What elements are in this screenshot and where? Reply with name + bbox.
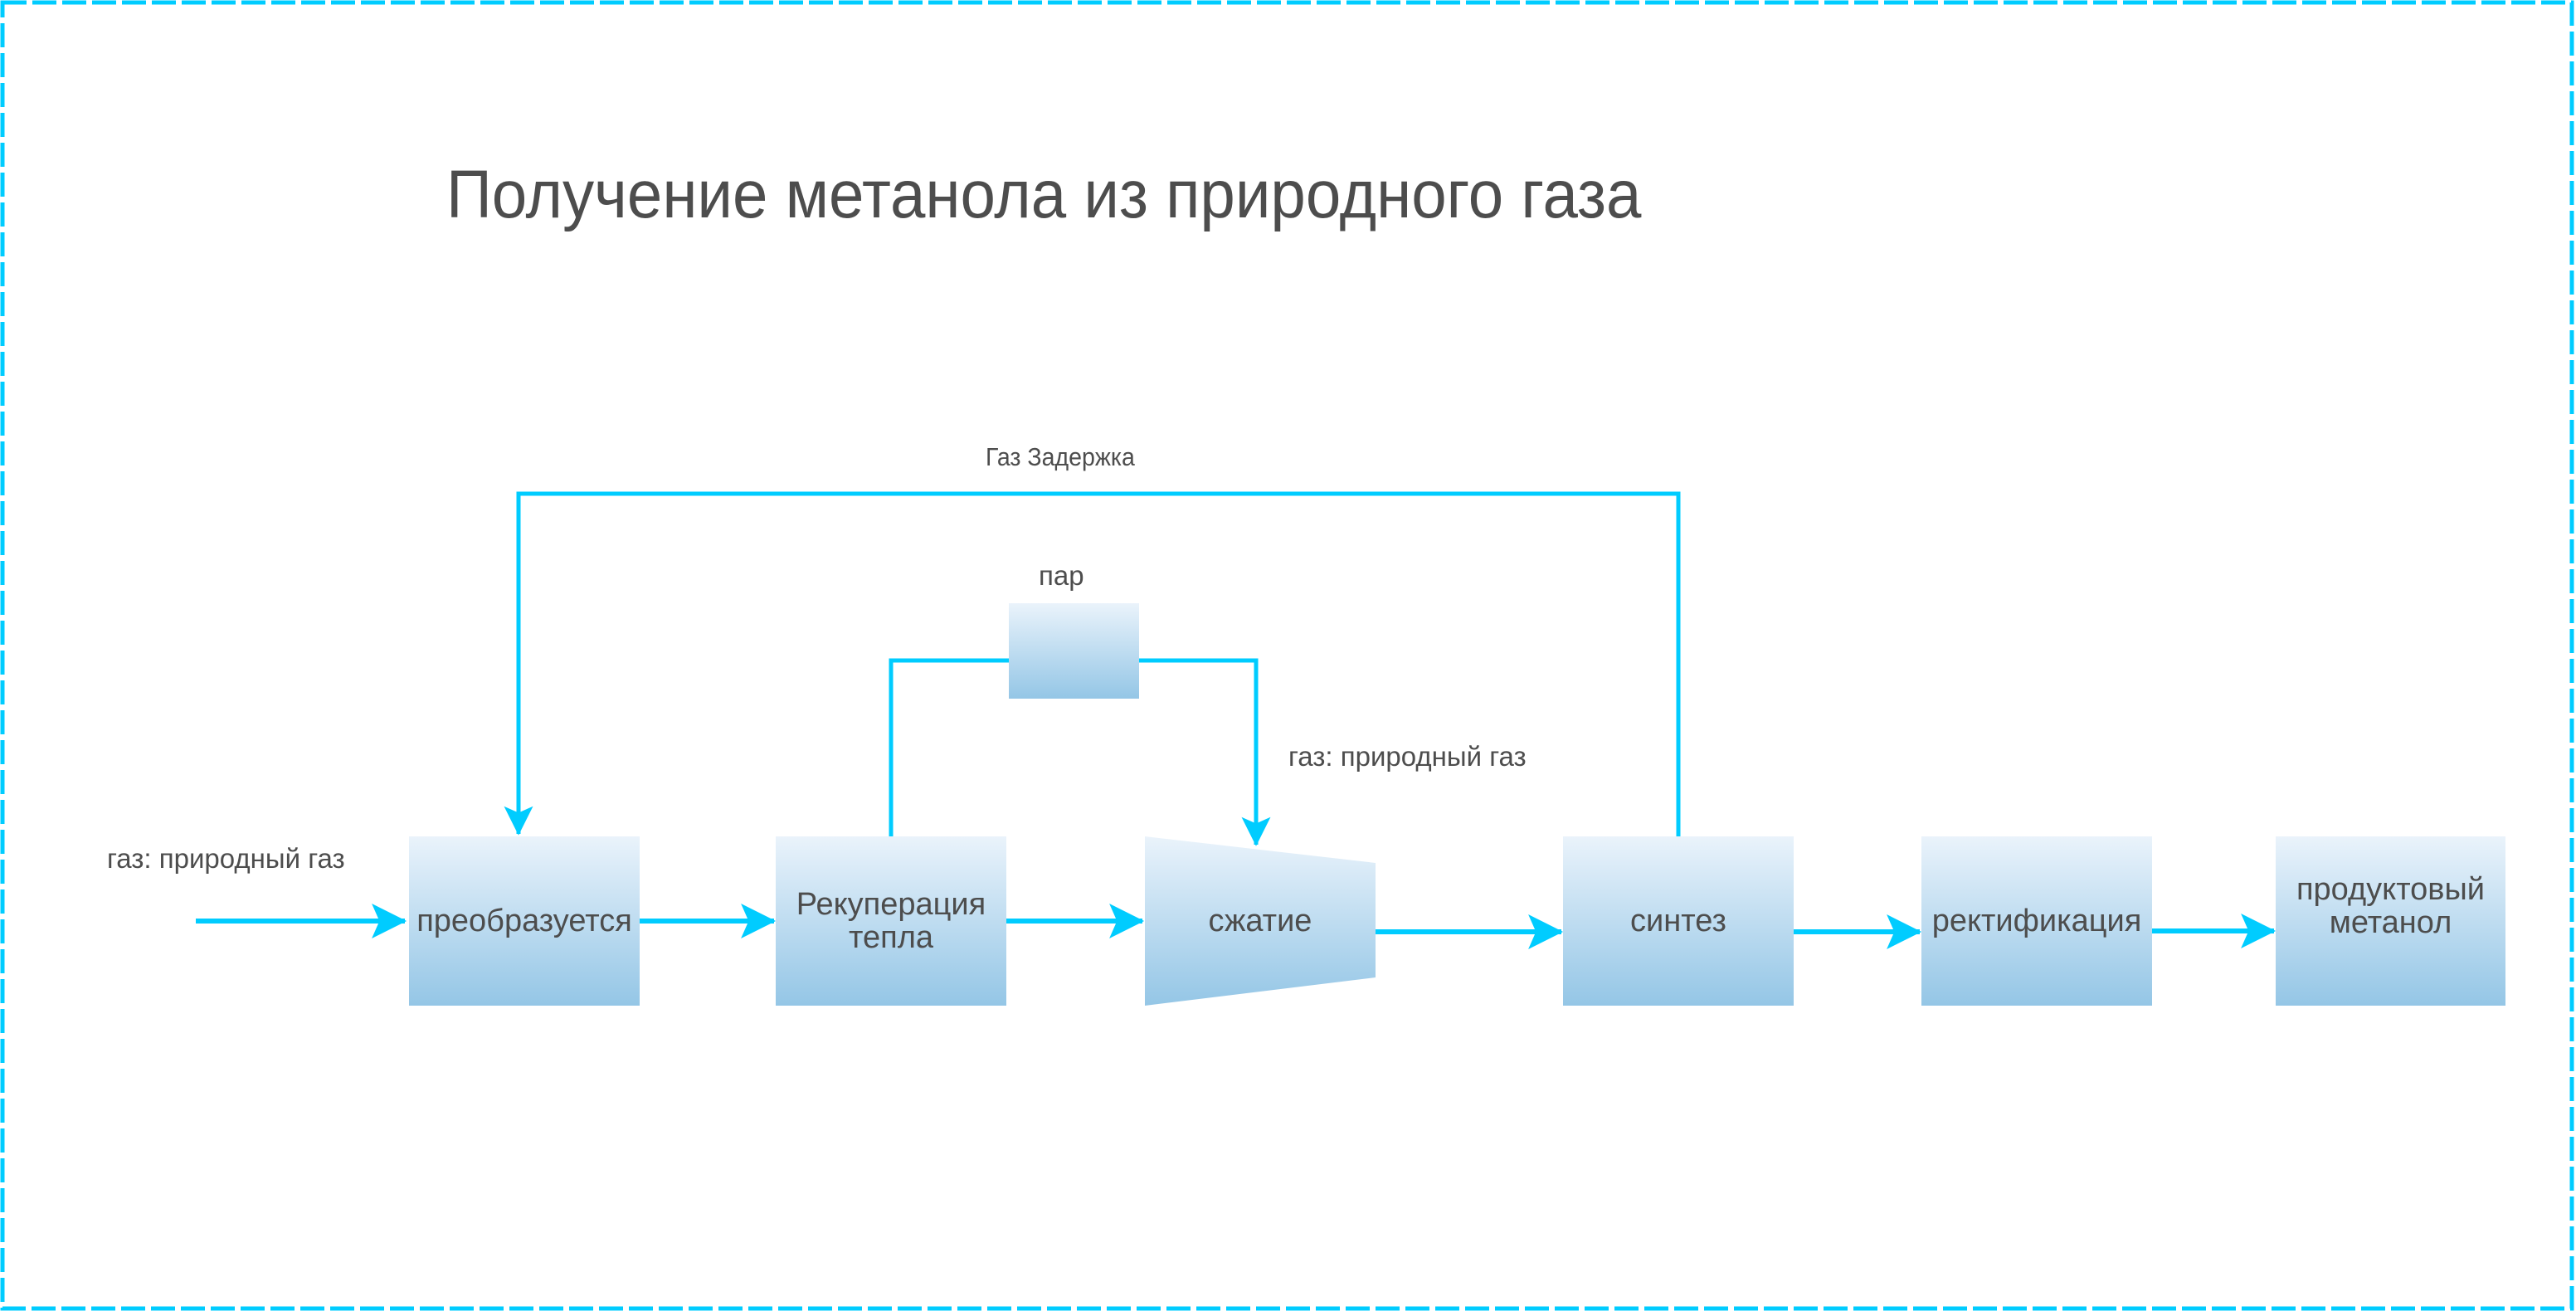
input-gas-label: газ: природный газ xyxy=(107,843,345,874)
steam-label: пар xyxy=(1039,560,1084,591)
recycle-gas-loop xyxy=(504,491,1681,836)
compression-label-text: сжатие xyxy=(1208,904,1312,938)
page-title: Получение метанола из природного газа xyxy=(446,157,1642,232)
compressor-gas-label: газ: природный газ xyxy=(1288,741,1527,772)
compression-label: сжатие xyxy=(1145,836,1376,1006)
product-label-line1: продуктовый xyxy=(2296,872,2486,907)
product-methanol-block[interactable] xyxy=(2276,836,2505,1006)
reformer-block[interactable] xyxy=(409,836,640,1006)
steam-loop-right xyxy=(1139,658,1271,846)
heat-recovery-block[interactable] xyxy=(776,836,1006,1006)
heat-recovery-label-line2: тепла xyxy=(849,920,933,955)
compressor-block[interactable] xyxy=(1145,836,1376,1006)
rectification-block[interactable] xyxy=(1921,836,2152,1006)
recycle-gas-label: Газ Задержка xyxy=(986,442,1135,471)
synthesis-label: синтез xyxy=(1563,836,1794,1006)
synthesis-block[interactable] xyxy=(1563,836,1794,1006)
steam-block[interactable] xyxy=(1009,603,1139,699)
reformer-label: преобразуется xyxy=(409,836,640,1006)
rectification-label-text: ректификация xyxy=(1931,904,2142,938)
rectification-label: ректификация xyxy=(1921,836,2152,1006)
reformer-label-text: преобразуется xyxy=(416,904,632,938)
product-methanol-label: продуктовый метанол xyxy=(2276,821,2505,991)
synthesis-label-text: синтез xyxy=(1630,904,1726,938)
heat-recovery-label: Рекуперация тепла xyxy=(776,836,1006,1006)
product-label-line2: метанол xyxy=(2329,905,2452,940)
heat-recovery-label-line1: Рекуперация xyxy=(796,887,986,922)
steam-loop-left xyxy=(889,658,1009,836)
